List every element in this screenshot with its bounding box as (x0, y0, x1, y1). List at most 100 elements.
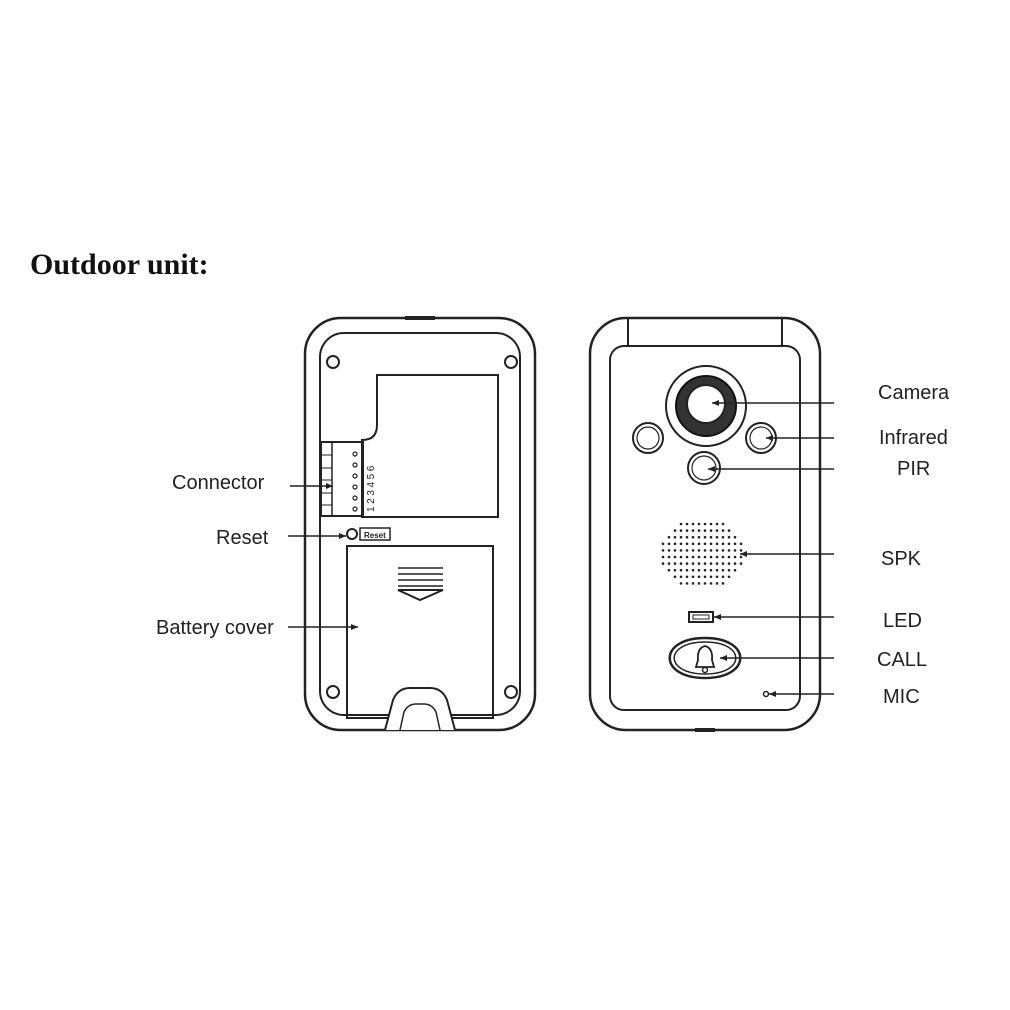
infrared-left-icon (632, 422, 664, 454)
speaker-hole (703, 542, 707, 546)
speaker-hole (679, 549, 683, 552)
call-button-outline (668, 636, 742, 680)
label-call: CALL (877, 649, 928, 671)
speaker-hole (709, 549, 713, 552)
speaker-hole (721, 535, 725, 539)
speaker-hole (673, 529, 677, 532)
speaker-hole (679, 542, 683, 546)
speaker-hole (709, 575, 713, 579)
speaker-hole (727, 549, 731, 552)
back-view (303, 316, 537, 732)
speaker-hole (721, 562, 725, 565)
speaker-hole (697, 529, 701, 532)
speaker-hole (721, 542, 725, 546)
speaker-hole (685, 562, 689, 565)
speaker-hole (703, 575, 707, 579)
speaker-hole (715, 549, 719, 552)
speaker-hole (679, 522, 683, 526)
speaker-hole (709, 562, 713, 565)
speaker-hole (721, 529, 725, 532)
connector-block (320, 441, 364, 517)
speaker-hole (715, 575, 719, 579)
speaker-hole (685, 549, 689, 552)
speaker-hole (679, 575, 683, 579)
speaker-hole (709, 555, 713, 559)
camera-lens-icon (686, 384, 726, 424)
speaker-hole (697, 568, 701, 572)
arrow-down-icon (397, 589, 444, 602)
speaker-hole (727, 542, 731, 546)
front-face-panel (609, 345, 801, 711)
speaker-hole (739, 549, 743, 552)
speaker-hole (727, 562, 731, 565)
speaker-hole (727, 535, 731, 539)
speaker-hole (685, 582, 689, 585)
speaker-hole (715, 568, 719, 572)
speaker-hole (721, 522, 725, 526)
speaker-hole (721, 575, 725, 579)
speaker-hole (679, 562, 683, 565)
speaker-hole (697, 582, 701, 585)
speaker-hole (661, 562, 665, 565)
speaker-hole (661, 555, 665, 559)
speaker-hole (709, 542, 713, 546)
label-infrared: Infrared (879, 427, 948, 449)
speaker-hole (733, 549, 737, 552)
speaker-hole (673, 535, 677, 539)
speaker-hole (673, 575, 677, 579)
speaker-hole (697, 562, 701, 565)
back-leader-lines (288, 485, 358, 628)
page-title: Outdoor unit: (30, 248, 209, 281)
speaker-hole (667, 555, 671, 559)
speaker-hole (697, 542, 701, 546)
speaker-hole (679, 582, 683, 585)
speaker-hole (697, 575, 701, 579)
speaker-hole (733, 568, 737, 572)
speaker-hole (703, 555, 707, 559)
speaker-hole (667, 549, 671, 552)
speaker-hole (691, 522, 695, 526)
speaker-hole (703, 582, 707, 585)
speaker-hole (715, 529, 719, 532)
reset-tag (359, 527, 391, 541)
speaker-hole (685, 522, 689, 526)
speaker-hole (661, 549, 665, 552)
label-pir: PIR (897, 458, 931, 480)
speaker-hole (685, 575, 689, 579)
speaker-hole (691, 549, 695, 552)
back-shell-inner (319, 332, 521, 716)
mic-hole-icon (762, 690, 770, 698)
speaker-hole (661, 542, 665, 546)
speaker-hole (679, 529, 683, 532)
speaker-hole (703, 562, 707, 565)
bottom-tab (384, 687, 456, 731)
speaker-hole (667, 562, 671, 565)
speaker-hole (727, 568, 731, 572)
speaker-hole (685, 529, 689, 532)
label-battery-cover: Battery cover (156, 617, 274, 639)
label-reset: Reset (216, 527, 269, 549)
speaker-hole (673, 542, 677, 546)
speaker-hole (691, 562, 695, 565)
speaker-hole (691, 575, 695, 579)
speaker-hole (709, 582, 713, 585)
speaker-hole (703, 549, 707, 552)
speaker-hole (685, 535, 689, 539)
front-view (588, 316, 822, 732)
speaker-hole (739, 542, 743, 546)
speaker-hole (703, 535, 707, 539)
speaker-hole (691, 535, 695, 539)
speaker-hole (715, 555, 719, 559)
front-leader-lines (708, 402, 834, 695)
label-led: LED (883, 610, 922, 632)
speaker-hole (703, 529, 707, 532)
speaker-hole (679, 555, 683, 559)
speaker-hole (739, 555, 743, 559)
label-connector: Connector (172, 472, 265, 494)
speaker-hole (667, 568, 671, 572)
speaker-hole (715, 522, 719, 526)
speaker-hole (733, 535, 737, 539)
speaker-hole (727, 555, 731, 559)
speaker-hole (673, 562, 677, 565)
